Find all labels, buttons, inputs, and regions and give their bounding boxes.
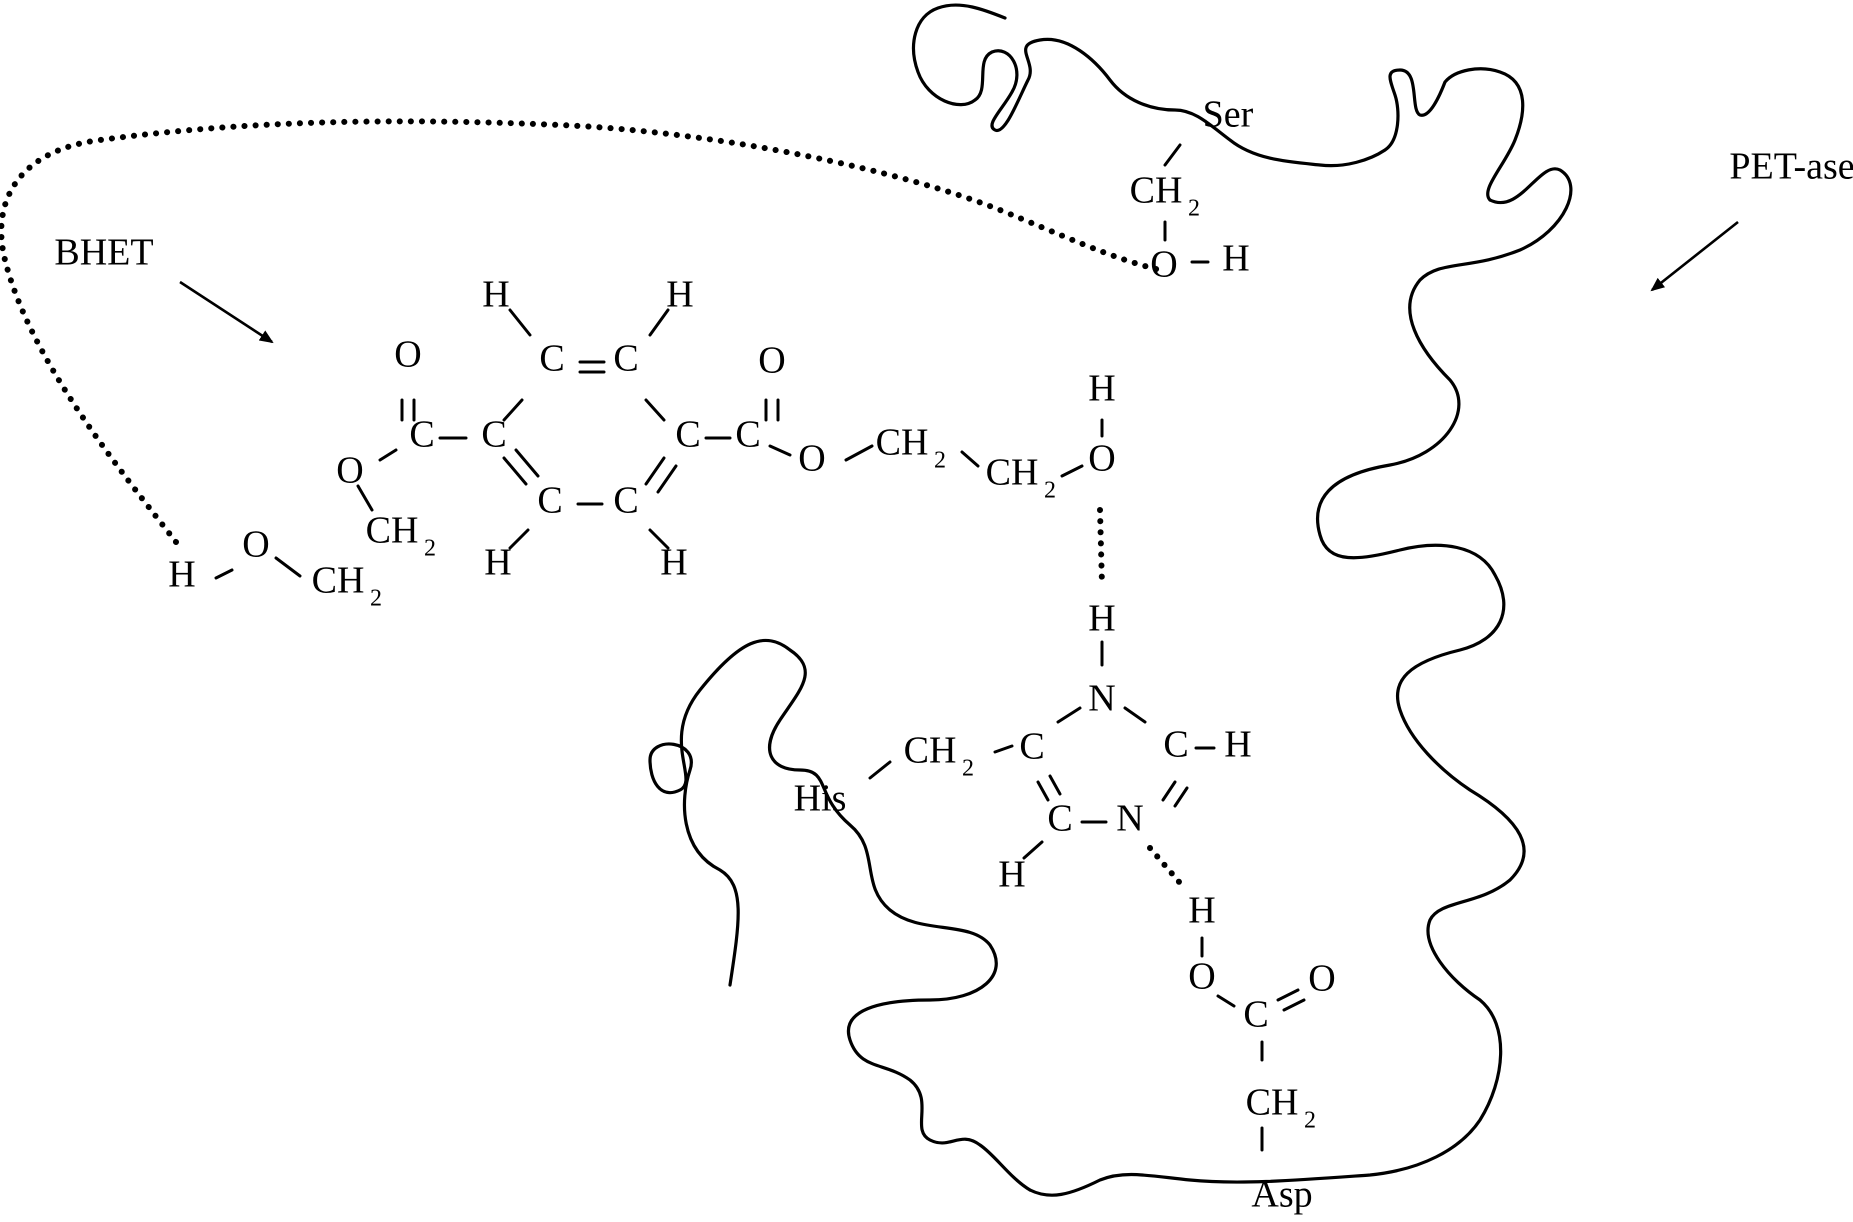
atom-ch: CH <box>1130 170 1183 212</box>
atom-c: C <box>539 338 564 380</box>
atom-c: C <box>481 414 506 456</box>
atom-h: H <box>1088 368 1115 410</box>
atom-o: O <box>336 450 363 492</box>
hbond-bhet-ser-loop <box>0 118 1163 545</box>
asp-atoms: H O C O CH 2 <box>1188 890 1335 1134</box>
bhet-bonds <box>214 308 1104 580</box>
atom-sub: 2 <box>370 586 382 612</box>
atom-c: C <box>735 414 760 456</box>
atom-ch: CH <box>1246 1082 1299 1124</box>
atom-ch: CH <box>986 452 1039 494</box>
bhet-label: BHET <box>54 232 153 274</box>
his-bonds <box>868 640 1216 860</box>
bhet-atoms: H O CH 2 CH 2 O O C C C C H H C C H H C … <box>168 274 1115 612</box>
atom-c: C <box>1163 724 1188 766</box>
atom-n: N <box>1116 798 1143 840</box>
ser-bonds <box>1163 143 1210 264</box>
atom-h: H <box>1224 724 1251 766</box>
atom-c: C <box>613 480 638 522</box>
atom-c: C <box>675 414 700 456</box>
petase-arrow <box>1650 220 1739 292</box>
atom-ch: CH <box>366 510 419 552</box>
his-label: His <box>794 778 847 820</box>
atom-n: N <box>1088 678 1115 720</box>
atom-o: O <box>394 334 421 376</box>
atom-ch: CH <box>876 422 929 464</box>
ser-atoms: CH 2 O H <box>1130 170 1250 286</box>
asp-label: Asp <box>1251 1174 1312 1216</box>
protein-chain-top <box>911 3 1525 202</box>
bhet-arrow <box>179 280 274 344</box>
atom-c: C <box>1019 726 1044 768</box>
atom-c: C <box>1243 994 1268 1036</box>
atom-o: O <box>242 524 269 566</box>
atom-sub: 2 <box>1188 196 1200 222</box>
atom-o: O <box>1088 438 1115 480</box>
atom-h: H <box>1088 598 1115 640</box>
atom-o: O <box>1308 958 1335 1000</box>
hbond-his-asp <box>1147 845 1183 886</box>
atom-h: H <box>484 542 511 584</box>
asp-bonds <box>1200 936 1306 1152</box>
atom-ch: CH <box>312 560 365 602</box>
atom-sub: 2 <box>934 448 946 474</box>
petase-label: PET-ase <box>1729 146 1853 188</box>
atom-h: H <box>1222 238 1249 280</box>
atom-h: H <box>1188 890 1215 932</box>
atom-h: H <box>482 274 509 316</box>
atom-o: O <box>1150 244 1177 286</box>
ser-label: Ser <box>1203 94 1254 136</box>
atom-c: C <box>1047 798 1072 840</box>
atom-h: H <box>666 274 693 316</box>
protein-chain-bottom <box>648 638 1032 1192</box>
hbond-bhet-his <box>1097 507 1105 588</box>
atom-sub: 2 <box>424 536 436 562</box>
atom-c: C <box>613 338 638 380</box>
atom-ch: CH <box>904 730 957 772</box>
atom-o: O <box>758 340 785 382</box>
protein-chain-right <box>1028 167 1573 1197</box>
atom-o: O <box>798 438 825 480</box>
atom-o: O <box>1188 956 1215 998</box>
atom-sub: 2 <box>1304 1108 1316 1134</box>
atom-c: C <box>537 480 562 522</box>
atom-sub: 2 <box>1044 478 1056 504</box>
atom-sub: 2 <box>962 756 974 782</box>
atom-h: H <box>998 854 1025 896</box>
atom-h: H <box>660 542 687 584</box>
atom-c: C <box>409 414 434 456</box>
atom-h: H <box>168 554 195 596</box>
his-atoms: H N C C H C N H CH 2 <box>904 598 1252 896</box>
